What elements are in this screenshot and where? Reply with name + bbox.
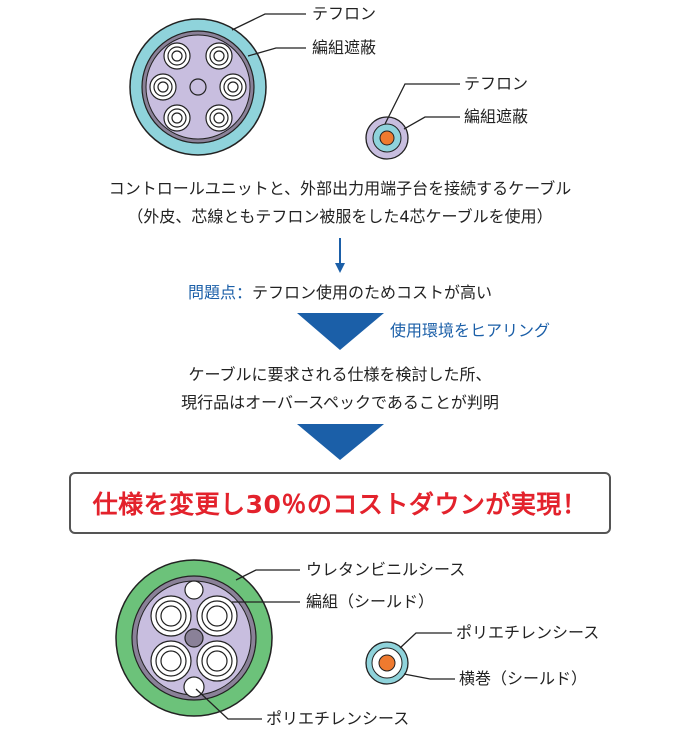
triangle-arrow	[297, 424, 384, 460]
leader-line	[403, 116, 460, 130]
leader-line	[247, 47, 306, 57]
cable-description-line-1: コントロールユニットと、外部出力用端子台を接続するケーブル	[108, 179, 572, 198]
result-box: 仕様を変更し30％のコストダウンが実現！	[69, 472, 611, 534]
triangle-arrow	[297, 313, 384, 350]
leader-line	[231, 13, 306, 31]
single-core-polyethylene-label: ポリエチレンシース	[456, 623, 600, 642]
leader-line	[403, 673, 455, 680]
conductor-wires	[149, 42, 247, 132]
leader-line	[195, 688, 262, 720]
conductor-wires	[150, 580, 238, 698]
single-core-teflon-label: テフロン	[464, 74, 529, 93]
hearing-label: 使用環境をヒアリング	[390, 321, 551, 340]
spiral-shield-label: 横巻（シールド）	[459, 669, 588, 688]
braid-shield-label: 編組遮蔽	[312, 38, 377, 57]
problem-statement: 問題点：テフロン使用のためコストが高い	[0, 280, 680, 306]
polyethylene-sheath-label: ポリエチレンシース	[266, 709, 410, 728]
teflon-single-core-cross-section	[365, 83, 460, 160]
leader-line	[384, 83, 460, 125]
urethane-cable-cross-section	[115, 559, 300, 720]
leader-line	[399, 632, 452, 649]
single-core-braid-label: 編組遮蔽	[464, 107, 529, 126]
urethane-sheath-label: ウレタンビニルシース	[306, 560, 466, 579]
problem-label: 問題点：	[187, 283, 252, 302]
result-text: 仕様を変更し30％のコストダウンが実現！	[92, 490, 588, 519]
problem-text: テフロン使用のためコストが高い	[252, 283, 493, 302]
cable-description-line-2: （外皮、芯線ともテフロン被服をした4芯ケーブルを使用）	[127, 207, 553, 226]
finding-line-1: ケーブルに要求される仕様を検討した所、	[188, 365, 492, 384]
finding-line-2: 現行品はオーバースペックであることが判明	[181, 393, 499, 412]
teflon-cable-cross-section	[129, 13, 306, 156]
polyethylene-single-core-cross-section	[365, 632, 455, 685]
leader-line	[235, 569, 300, 581]
teflon-outer-label: テフロン	[312, 4, 377, 23]
braid-label: 編組（シールド）	[306, 592, 435, 611]
